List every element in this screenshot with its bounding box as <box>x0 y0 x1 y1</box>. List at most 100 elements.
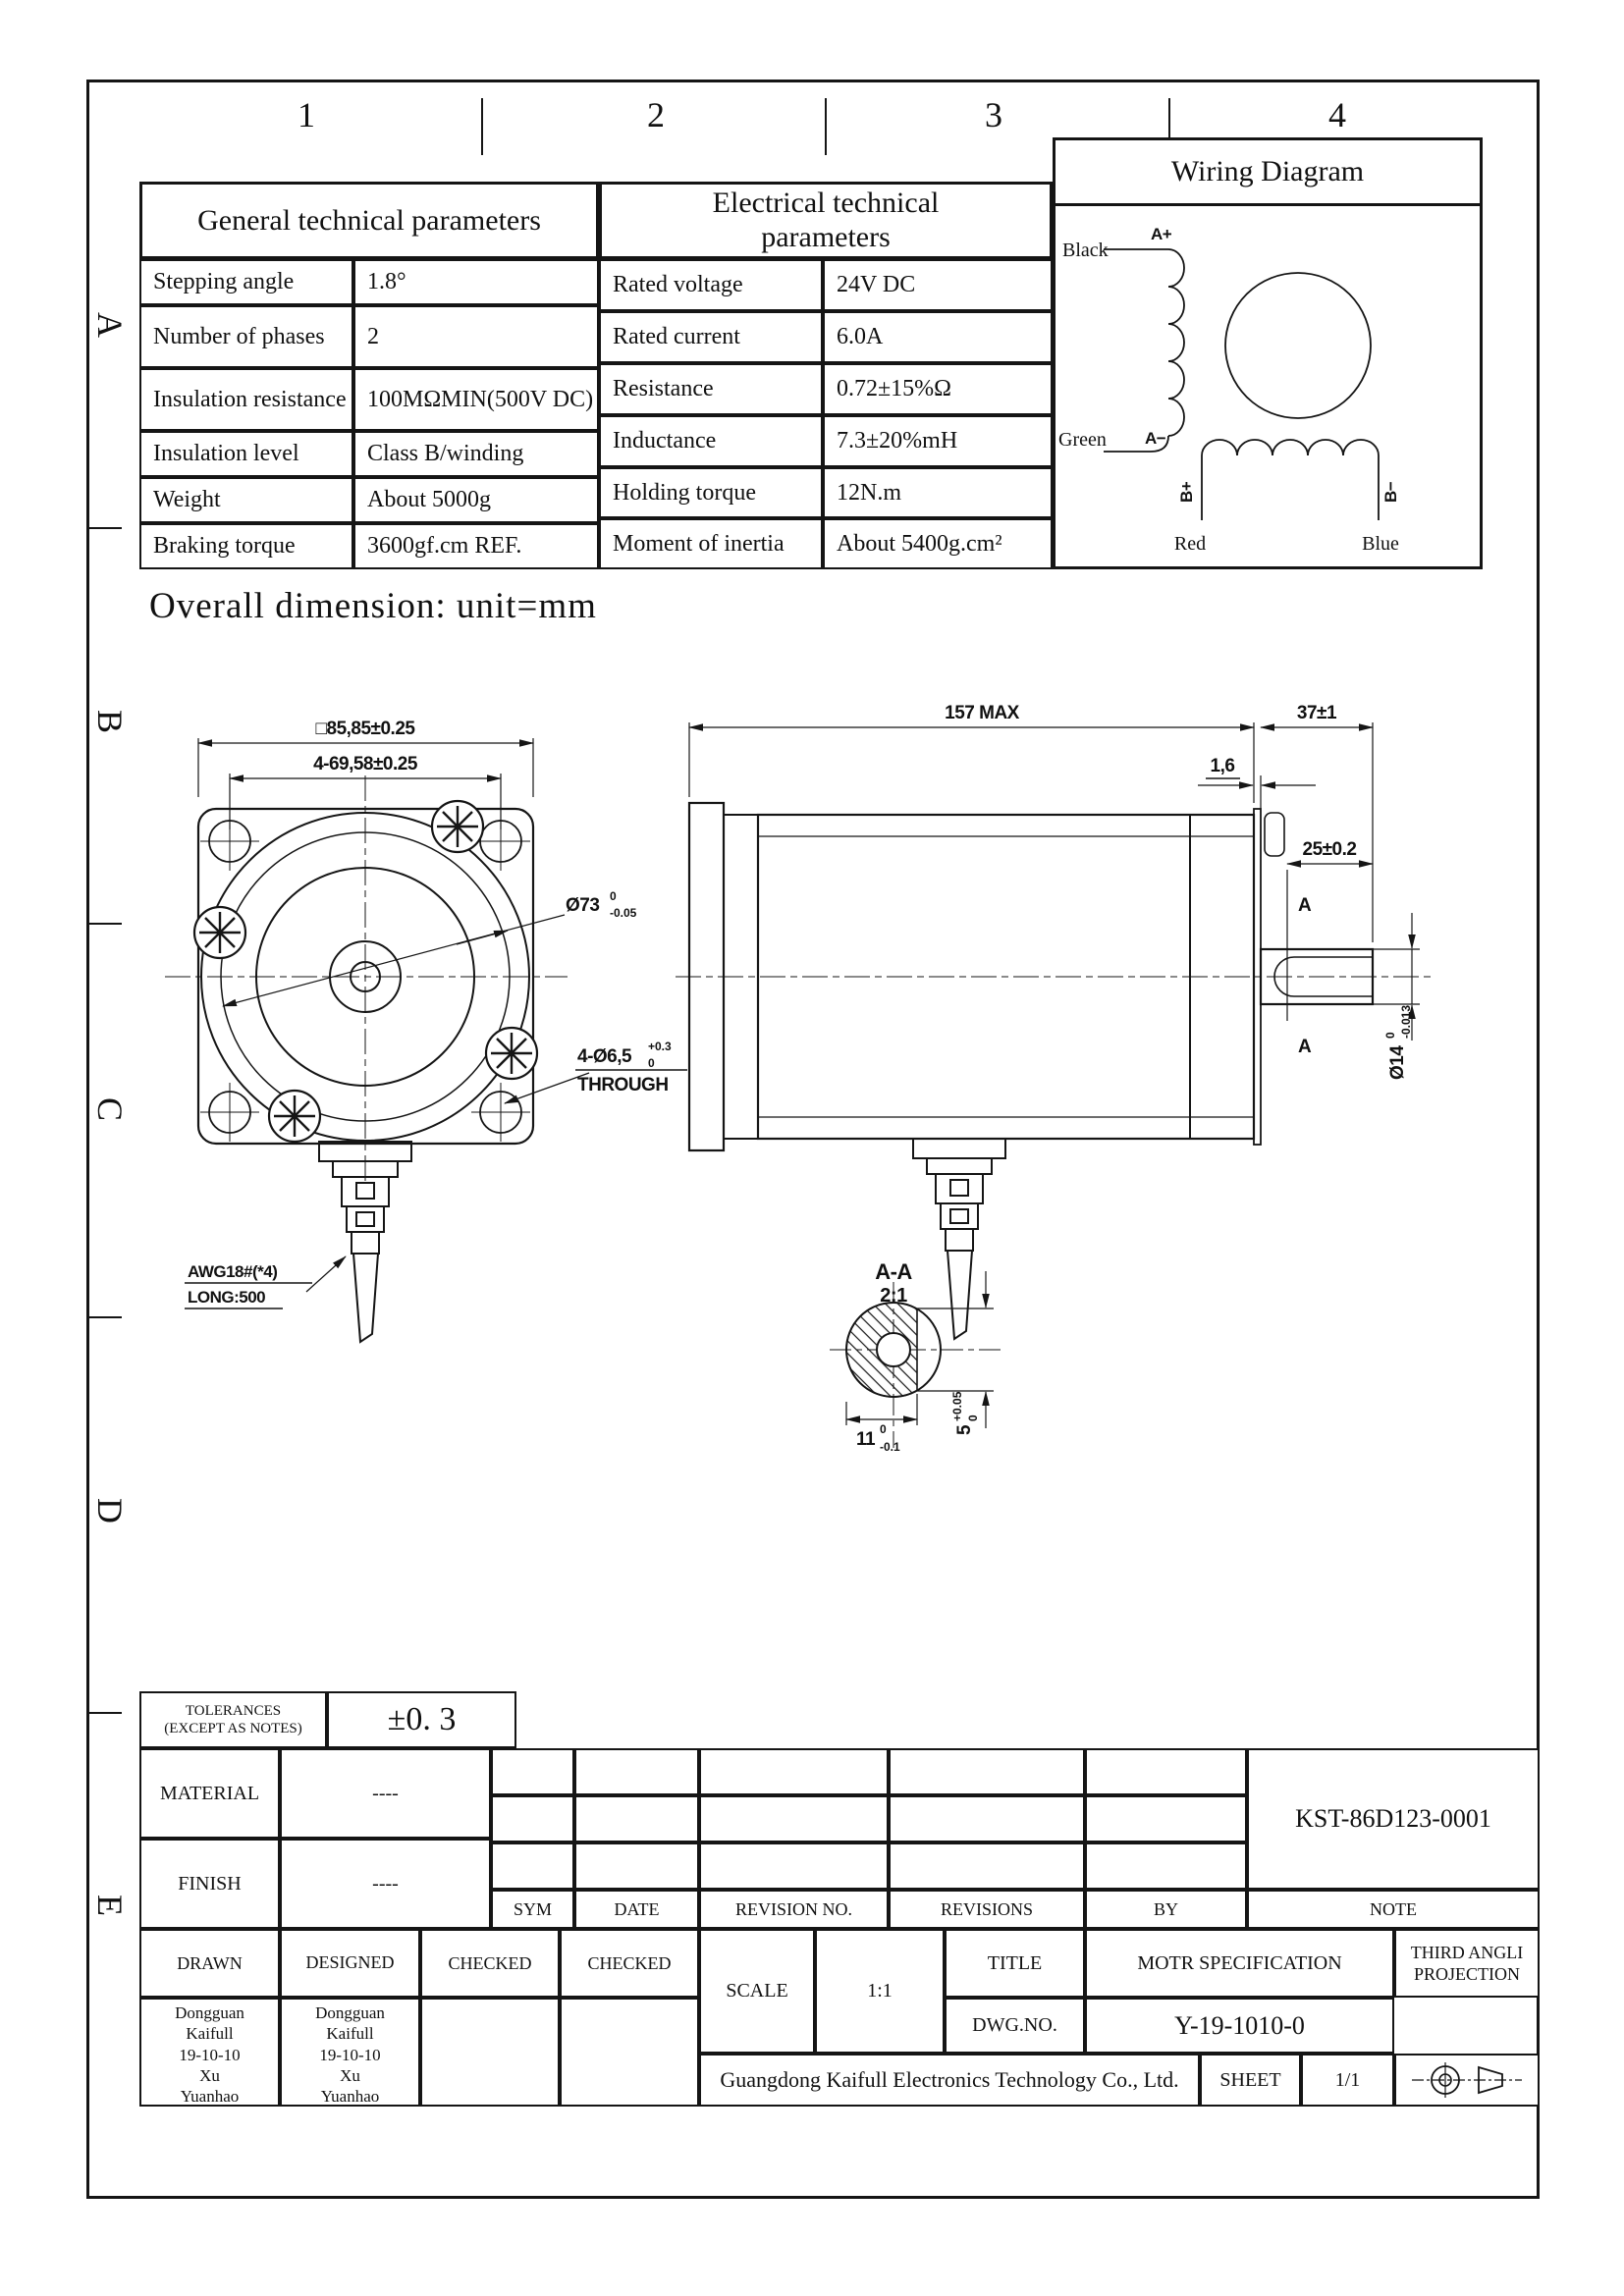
dim-holes-lower-tol: 0 <box>648 1056 655 1070</box>
checked1-name <box>420 1998 560 2107</box>
dim-wire-length: LONG:500 <box>188 1288 265 1307</box>
general-row-value: 3600gf.cm REF. <box>353 523 599 569</box>
checked2-name <box>560 1998 699 2107</box>
revision-cell <box>699 1842 889 1890</box>
rev-header-sym: SYM <box>491 1890 574 1929</box>
part-number: KST-86D123-0001 <box>1247 1748 1540 1890</box>
electrical-row-label: Rated current <box>599 311 823 363</box>
tolerances-label-line1: TOLERANCES <box>185 1703 282 1719</box>
electrical-row-value: 6.0A <box>823 311 1053 363</box>
dim-section-depth: 5 <box>954 1424 975 1435</box>
front-view: □85,85±0.25 4-69,58±0.25 Ø73 0 -0.05 4-Ø… <box>165 719 687 1343</box>
tolerances-value: ±0. 3 <box>327 1691 516 1748</box>
electrical-row-value: 0.72±15%Ω <box>823 363 1053 415</box>
wire-label-b-minus: B− <box>1381 481 1400 503</box>
zone-tick <box>825 98 827 155</box>
dimension-drawings: □85,85±0.25 4-69,58±0.25 Ø73 0 -0.05 4-Ø… <box>165 703 1435 1454</box>
revision-cell <box>491 1748 574 1795</box>
zone-tick <box>86 527 122 529</box>
zone-col-3: 3 <box>985 95 1002 134</box>
tolerances-box: TOLERANCES (EXCEPT AS NOTES) <box>139 1691 327 1748</box>
electrical-row-value: 12N.m <box>823 467 1053 518</box>
revision-cell <box>491 1795 574 1842</box>
dim-bolt-spacing: 4-69,58±0.25 <box>313 754 418 774</box>
title-value: MOTR SPECIFICATION <box>1085 1929 1394 1998</box>
dim-section-depth-upper-tol: +0.05 <box>950 1391 964 1421</box>
wire-label-green: Green <box>1058 429 1107 451</box>
scale-value: 1:1 <box>815 1929 945 2054</box>
wire-label-black: Black <box>1062 240 1109 261</box>
dim-section-width: 11 <box>856 1429 876 1450</box>
wire-label-blue: Blue <box>1362 533 1399 555</box>
dim-pilot-lower-tol: -0.05 <box>610 906 637 920</box>
designed-label: DESIGNED <box>280 1929 420 1998</box>
designed-name: Dongguan Kaifull 19-10-10 Xu Yuanhao <box>280 1998 420 2107</box>
wire-label-red: Red <box>1174 533 1206 555</box>
wire-label-a-minus: A− <box>1145 429 1166 448</box>
rev-header-date: DATE <box>574 1890 699 1929</box>
material-label: MATERIAL <box>139 1748 280 1839</box>
dim-section-width-upper-tol: 0 <box>880 1422 887 1436</box>
revision-cell <box>574 1842 699 1890</box>
zone-col-2: 2 <box>647 95 665 134</box>
dim-keyway-length: 25±0.2 <box>1303 839 1357 860</box>
zone-tick <box>86 1712 122 1714</box>
projection-label: THIRD ANGLI PROJECTION <box>1394 1929 1540 1998</box>
dim-shaft-length: 37±1 <box>1297 703 1337 723</box>
dim-through-note: THROUGH <box>577 1075 669 1095</box>
side-view: 157 MAX 37±1 1,6 25±0.2 A A Ø <box>676 703 1435 1340</box>
general-row-label: Stepping angle <box>139 259 353 305</box>
electrical-row-label: Resistance <box>599 363 823 415</box>
sheet-border <box>86 80 1540 2199</box>
section-title: A-A <box>875 1259 912 1284</box>
zone-col-4: 4 <box>1328 95 1346 134</box>
dwg-no-value: Y-19-1010-0 <box>1085 1998 1394 2054</box>
revision-cell <box>889 1842 1085 1890</box>
general-row-label: Insulation level <box>139 431 353 477</box>
drawn-label: DRAWN <box>139 1929 280 1998</box>
checked1-label: CHECKED <box>420 1929 560 1998</box>
dim-wire-gauge: AWG18#(*4) <box>188 1262 277 1281</box>
dim-section-depth-lower-tol: 0 <box>966 1415 980 1421</box>
electrical-row-value: About 5400g.cm² <box>823 518 1053 569</box>
sheet-label: SHEET <box>1200 2054 1301 2107</box>
general-row-label: Braking torque <box>139 523 353 569</box>
wiring-diagram-drawing: Black A+ Green A− B+ B− Red Blue <box>1058 225 1400 555</box>
dwg-no-label: DWG.NO. <box>945 1998 1085 2054</box>
electrical-row-value: 24V DC <box>823 259 1053 311</box>
rev-header-revisions: REVISIONS <box>889 1890 1085 1929</box>
zone-tick <box>481 98 483 155</box>
zone-row-a: A <box>90 312 130 338</box>
section-marker-a-bottom: A <box>1298 1037 1312 1057</box>
section-marker-a-top: A <box>1298 895 1312 916</box>
overall-dimension-heading: Overall dimension: unit=mm <box>149 586 597 626</box>
title-label: TITLE <box>945 1929 1085 1998</box>
wiring-diagram-box <box>1053 137 1483 569</box>
drawn-name: Dongguan Kaifull 19-10-10 Xu Yuanhao <box>139 1998 280 2107</box>
rev-header-note: NOTE <box>1247 1890 1540 1929</box>
general-row-label: Weight <box>139 477 353 523</box>
general-row-value: About 5000g <box>353 477 599 523</box>
wire-label-b-plus: B+ <box>1177 481 1196 503</box>
finish-value: ---- <box>280 1839 491 1929</box>
checked2-label: CHECKED <box>560 1929 699 1998</box>
finish-label: FINISH <box>139 1839 280 1929</box>
sheet-value: 1/1 <box>1301 2054 1394 2107</box>
revision-cell <box>889 1748 1085 1795</box>
electrical-row-label: Holding torque <box>599 467 823 518</box>
zone-col-1: 1 <box>298 95 315 134</box>
dim-shaft-dia-upper-tol: 0 <box>1383 1032 1397 1039</box>
revision-cell <box>1085 1842 1247 1890</box>
general-row-value: Class B/winding <box>353 431 599 477</box>
revision-cell <box>574 1748 699 1795</box>
general-row-label: Insulation resistance <box>139 368 353 431</box>
electrical-row-label: Moment of inertia <box>599 518 823 569</box>
dim-mounting-holes: 4-Ø6,5 <box>577 1046 632 1067</box>
revision-cell <box>699 1748 889 1795</box>
scale-label: SCALE <box>699 1929 815 2054</box>
revision-cell <box>574 1795 699 1842</box>
dim-section-width-lower-tol: -0.1 <box>880 1440 900 1454</box>
dim-rear-plate: 1,6 <box>1211 756 1235 776</box>
dim-holes-upper-tol: +0.3 <box>648 1040 672 1053</box>
electrical-table-title: Electrical technical parameters <box>599 182 1053 259</box>
